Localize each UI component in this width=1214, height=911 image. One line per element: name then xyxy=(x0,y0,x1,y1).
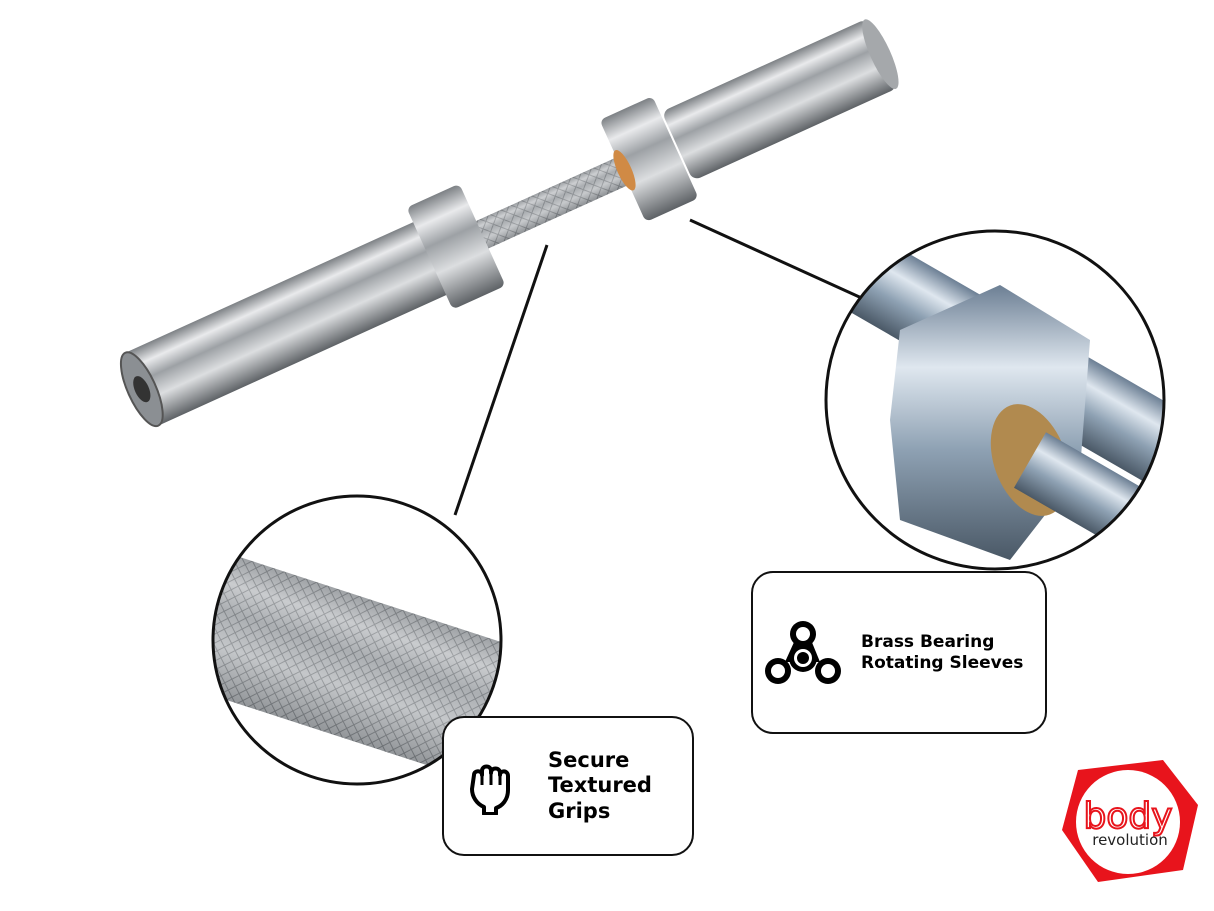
svg-text:body: body xyxy=(1083,796,1172,837)
feature-title-line: Brass Bearing xyxy=(861,632,995,653)
feature-callout-bearing: Brass Bearing Rotating Sleeves xyxy=(751,571,1047,734)
dumbbell-handle xyxy=(119,19,899,428)
body-revolution-logo: body revolution xyxy=(1058,760,1200,882)
feature-title-line: Grips xyxy=(548,798,611,823)
feature-title-line: Rotating Sleeves xyxy=(861,652,1024,673)
fist-icon xyxy=(470,764,510,815)
connector-line xyxy=(689,218,867,302)
connector-line xyxy=(453,244,549,516)
bearing-detail-circle xyxy=(824,229,1166,571)
feature-title-line: Secure xyxy=(548,748,630,773)
fidget-spinner-icon xyxy=(765,620,841,684)
feature-callout-grip: Secure Textured Grips xyxy=(442,716,694,856)
feature-title-line: Textured xyxy=(548,773,652,798)
svg-text:revolution: revolution xyxy=(1092,831,1168,849)
